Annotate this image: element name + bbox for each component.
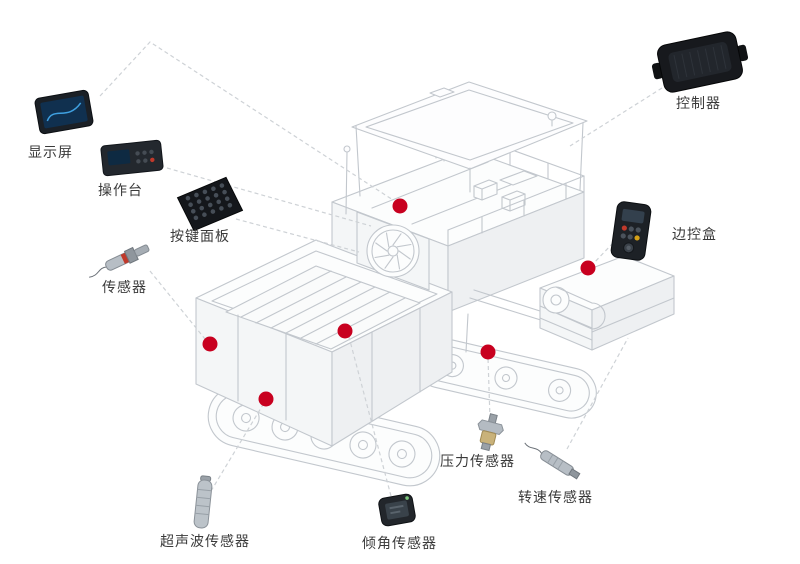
keypad-icon — [176, 176, 244, 232]
tilt-sensor-icon — [378, 493, 416, 527]
connector-lines — [99, 41, 663, 497]
connector-controller — [569, 87, 663, 147]
label-display: 显示屏 — [28, 145, 73, 161]
connector-speed — [566, 337, 629, 450]
connector-console — [166, 167, 372, 227]
sensor-marker — [392, 198, 408, 214]
connector-keypad — [235, 218, 360, 253]
label-tilt-sensor: 倾角传感器 — [362, 536, 437, 552]
label-speed-sensor: 转速传感器 — [518, 490, 593, 506]
sensor-marker — [202, 336, 218, 352]
pressure-sensor-icon — [477, 413, 504, 452]
display-icon — [34, 89, 94, 135]
connector-ultrasonic — [210, 402, 265, 492]
sensor-marker — [480, 344, 496, 360]
label-pressure-sensor: 压力传感器 — [440, 454, 515, 470]
label-console: 操作台 — [98, 183, 143, 199]
sensor-markers — [202, 198, 596, 407]
sensor-marker — [580, 260, 596, 276]
ultrasonic-sensor-icon — [193, 475, 213, 529]
sensor-marker — [258, 391, 274, 407]
label-keypad: 按键面板 — [170, 229, 230, 245]
connector-pressure — [487, 357, 491, 420]
label-side-control-box: 边控盒 — [672, 227, 717, 243]
paver-illustration — [195, 81, 675, 487]
speed-sensor-icon — [524, 442, 581, 480]
sensor-icon — [89, 244, 150, 278]
sensor-marker — [337, 323, 353, 339]
console-icon — [100, 139, 164, 177]
connector-display — [99, 41, 394, 201]
connector-sidebox — [591, 242, 614, 266]
label-sensor: 传感器 — [102, 280, 147, 296]
connector-sensor — [149, 270, 206, 340]
controller-icon — [651, 31, 749, 93]
side-control-box-icon — [610, 201, 652, 261]
label-controller: 控制器 — [676, 96, 721, 112]
label-ultrasonic-sensor: 超声波传感器 — [160, 534, 250, 550]
